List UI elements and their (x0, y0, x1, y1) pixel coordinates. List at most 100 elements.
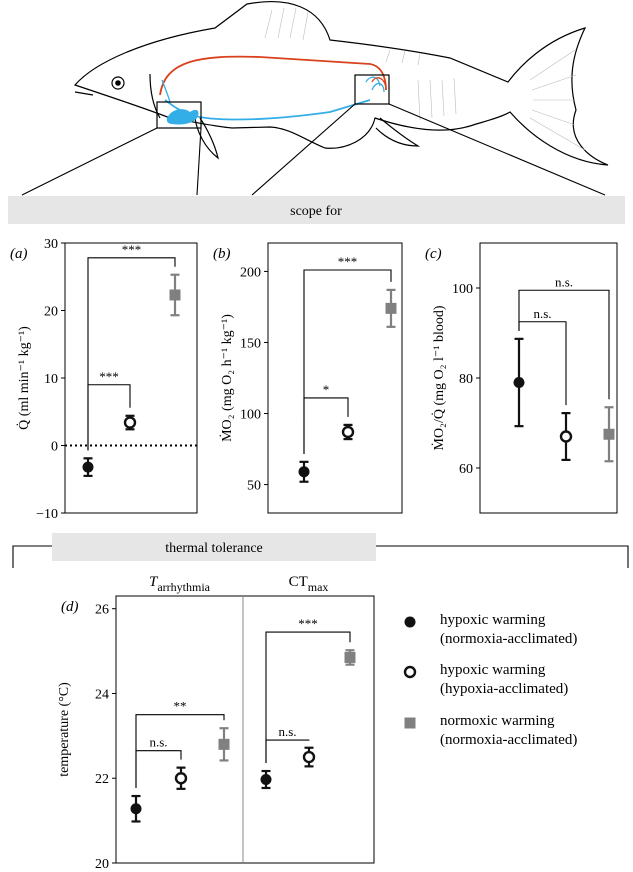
data-point-filled-circle (298, 466, 310, 478)
thermal-banner (52, 533, 376, 561)
y-tick-label: 100 (240, 408, 261, 423)
chart-panel-a: −10 0 10 20 30 (a) Q̇ (ml min⁻¹ kg⁻¹) *** *** (10, 237, 198, 522)
group-header: CTmax (289, 574, 329, 594)
y-tick-label: 60 (459, 462, 473, 477)
y-tick-label: 200 (240, 265, 261, 280)
data-point-square (169, 289, 181, 301)
heart-icon (166, 109, 199, 125)
thermal-banner-label: thermal tolerance (165, 541, 263, 556)
data-point-open-circle (559, 430, 573, 443)
y-tick-label: 22 (95, 772, 109, 787)
significance-label: *** (99, 369, 119, 384)
significance-label: *** (298, 616, 318, 631)
y-tick-label: 30 (44, 237, 58, 252)
legend-label: (hypoxia-acclimated) (440, 681, 568, 697)
y-tick-label: 10 (44, 372, 58, 387)
legend-label: hypoxic warming (440, 612, 546, 628)
significance-label: ** (174, 699, 187, 714)
scope-banner (8, 196, 625, 224)
zoom-lines (21, 103, 606, 196)
y-tick-label: 20 (95, 857, 109, 872)
y-tick-label: 80 (459, 372, 473, 387)
y-tick-label: 150 (240, 336, 261, 351)
y-tick-label: 0 (51, 440, 58, 455)
significance-bracket (135, 750, 182, 789)
significance-bracket (303, 269, 392, 454)
dorsal-aorta (159, 55, 387, 96)
y-tick-label: −10 (36, 507, 58, 522)
data-point-open-circle (123, 416, 137, 429)
panel-label: (b) (213, 246, 231, 262)
legend-label: (normoxia-acclimated) (440, 631, 577, 647)
panel-label: (c) (425, 246, 442, 262)
significance-label: *** (122, 242, 142, 257)
y-tick-label: 50 (247, 479, 261, 494)
data-point-open-circle (403, 665, 417, 679)
significance-bracket (87, 384, 131, 451)
legend-item: hypoxic warming (hypoxia-acclimated) (403, 662, 568, 697)
data-point-square (385, 302, 397, 314)
group-header: Tarrhythmia (149, 574, 211, 594)
gill-zoom-box (354, 74, 390, 105)
panel-label: (d) (61, 599, 79, 615)
heart-zoom-box (156, 101, 202, 129)
blood-vessels (159, 55, 387, 121)
data-point-open-circle (302, 750, 316, 764)
y-tick-label: 24 (95, 687, 109, 702)
legend-label: hypoxic warming (440, 662, 546, 678)
fish-illustration (73, 1, 609, 166)
significance-label: n.s. (533, 306, 551, 321)
significance-bracket (87, 257, 176, 451)
plot-frame (115, 595, 375, 864)
y-tick-label: 26 (95, 603, 109, 618)
significance-bracket (265, 739, 310, 764)
legend-item: normoxic warming (normoxia-acclimated) (404, 713, 577, 748)
significance-label: n.s. (278, 724, 296, 739)
legend-label: normoxic warming (440, 713, 555, 729)
data-point-filled-circle (260, 774, 272, 786)
significance-label: *** (338, 254, 358, 269)
data-point-open-circle (341, 425, 355, 439)
data-point-square (404, 717, 416, 729)
scope-banner-label: scope for (290, 204, 342, 219)
significance-bracket (518, 289, 610, 400)
fish-outline-icon (73, 1, 609, 166)
data-point-filled-circle (82, 461, 94, 473)
fish-anal-fin (375, 117, 421, 147)
legend-label: (normoxia-acclimated) (440, 732, 577, 748)
significance-label: * (323, 382, 330, 397)
significance-bracket (265, 631, 351, 764)
fish-eye-icon (111, 76, 125, 90)
y-tick-label: 20 (44, 305, 58, 320)
y-axis-label: temperature (°C) (57, 682, 72, 777)
fish-pectoral-fin (194, 117, 219, 160)
chart-panel-c: 60 80 100 (c) ṀO₂/Q̇ (mg O₂ l⁻¹ blood) n.s. n.… (425, 242, 618, 514)
data-point-square (603, 428, 615, 440)
y-axis-label: ṀO₂/Q̇ (mg O₂ l⁻¹ blood) (430, 305, 447, 450)
plot-frame (267, 242, 403, 514)
data-point-square (218, 738, 230, 750)
plot-frame (64, 242, 198, 514)
data-point-filled-circle (513, 377, 525, 388)
significance-bracket (303, 397, 349, 454)
data-point-filled-circle (130, 803, 142, 815)
significance-label: n.s. (149, 735, 167, 750)
chart-panel-d: 20 22 24 26 (d) temperature (°C) Tarrhythmia n.… (57, 574, 375, 872)
legend-item: hypoxic warming (normoxia-acclimated) (404, 612, 577, 647)
y-axis-label: Q̇ (ml min⁻¹ kg⁻¹) (15, 326, 32, 430)
fish-head-line (149, 73, 161, 119)
significance-bracket (518, 321, 567, 406)
y-axis-label: ṀO₂ (mg O₂ h⁻¹ kg⁻¹) (219, 314, 235, 442)
panel-label: (a) (10, 246, 28, 262)
data-point-square (344, 651, 356, 663)
fish-mouth (74, 91, 94, 96)
plot-frame (479, 242, 618, 514)
venous-return (184, 99, 371, 121)
significance-label: n.s. (555, 274, 573, 289)
y-tick-label: 100 (452, 282, 473, 297)
data-point-open-circle (174, 772, 188, 785)
significance-bracket (135, 714, 225, 789)
data-point-filled-circle (404, 616, 416, 628)
